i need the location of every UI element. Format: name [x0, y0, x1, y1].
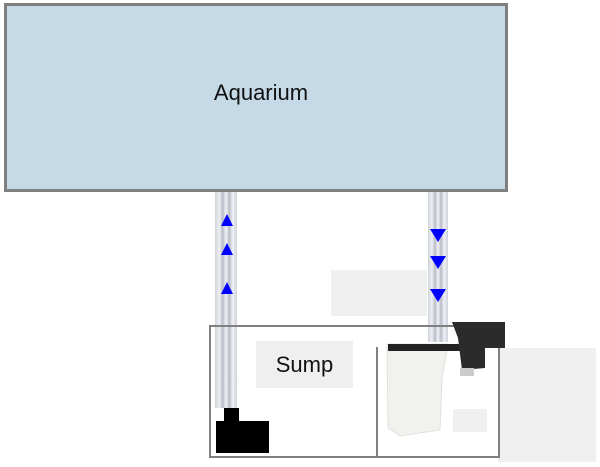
- arrow-down-icon: [430, 229, 446, 242]
- aquarium-tank: Aquarium: [4, 3, 508, 192]
- return-pipe: [215, 192, 237, 408]
- background-patch: [498, 348, 596, 462]
- return-pump: [216, 408, 270, 454]
- filter-sock-assembly: [386, 322, 505, 437]
- sump-tank: [209, 325, 500, 458]
- pump-outlet: [224, 408, 239, 422]
- sump-baffle: [376, 347, 378, 456]
- arrow-up-icon: [221, 282, 233, 294]
- arrow-up-icon: [221, 243, 233, 255]
- bracket-clip: [460, 368, 474, 376]
- background-patch: [453, 409, 487, 432]
- sump-label: Sump: [256, 341, 353, 388]
- arrow-down-icon: [430, 289, 446, 302]
- arrow-down-icon: [430, 256, 446, 269]
- sock-ring: [388, 344, 483, 351]
- pump-body: [216, 421, 269, 453]
- background-patch: [331, 270, 427, 316]
- bracket-icon: [452, 322, 505, 370]
- aquarium-label: Aquarium: [213, 79, 309, 105]
- arrow-up-icon: [221, 214, 233, 226]
